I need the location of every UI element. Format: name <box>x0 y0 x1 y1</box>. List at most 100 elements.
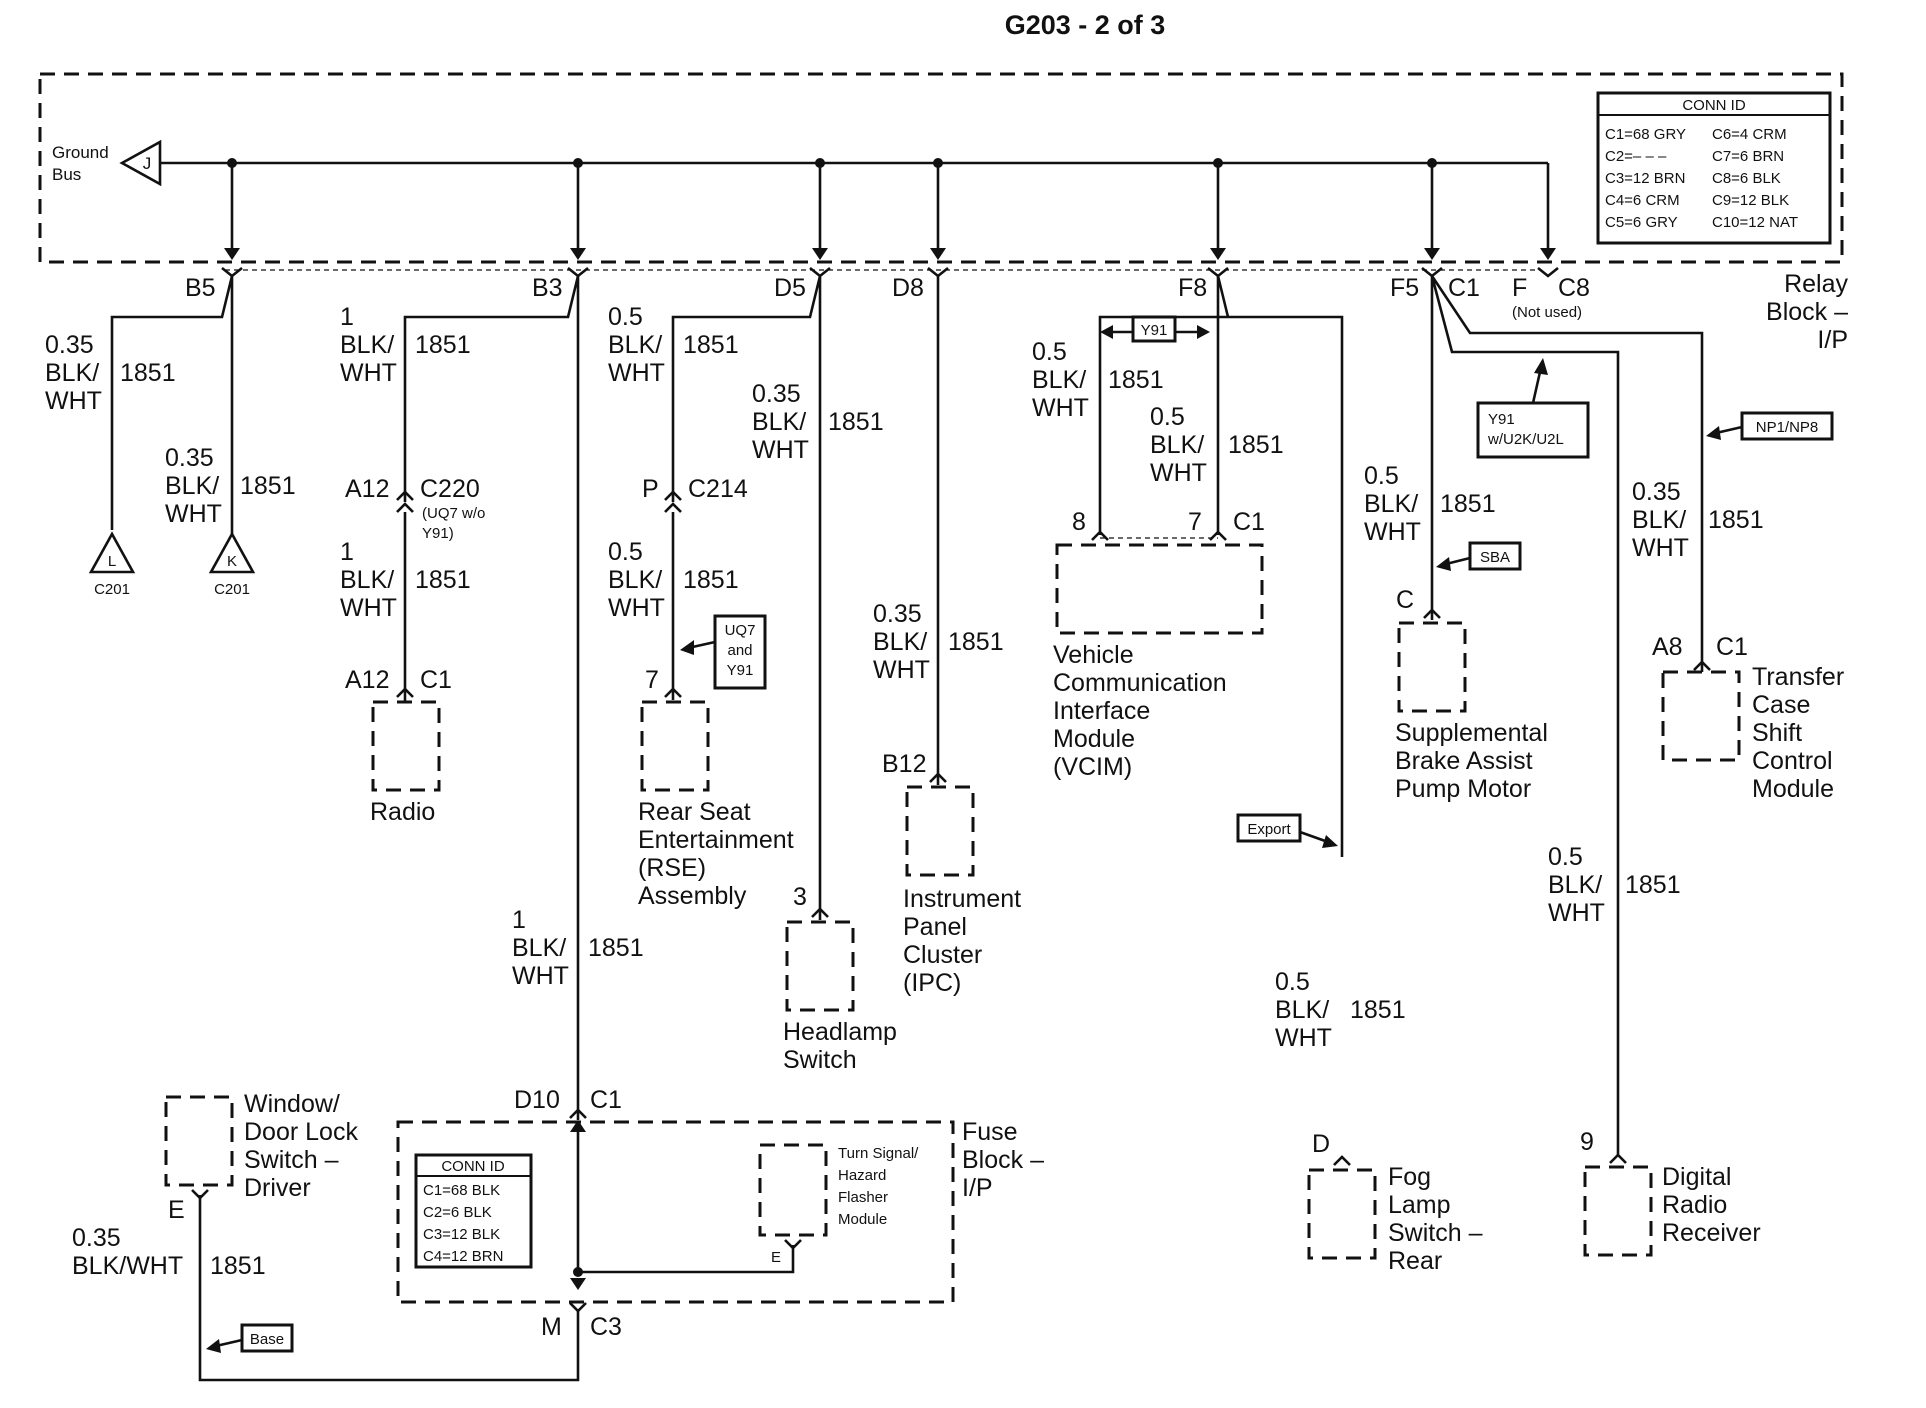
headlamp-pin: 3 <box>793 883 807 911</box>
c214-connector-symbol <box>664 490 682 513</box>
option-export: Export <box>1247 821 1291 838</box>
inline-p: P <box>642 475 659 503</box>
svg-text:C4=12 BRN: C4=12 BRN <box>423 1248 503 1265</box>
vcim-pin-b: 7 <box>1188 508 1202 536</box>
svg-text:C4=6 CRM: C4=6 CRM <box>1605 192 1680 209</box>
wire-number-1: 1851 <box>120 359 176 387</box>
fuse-pin-d10-conn: C1 <box>590 1086 622 1114</box>
svg-text:C7=6 BRN: C7=6 BRN <box>1712 148 1784 165</box>
radio-pin: A12 <box>345 666 389 694</box>
option-y91-box <box>1131 315 1177 343</box>
option-sba-arrowhead <box>1436 557 1451 571</box>
svg-text:C1=68 GRY: C1=68 GRY <box>1605 126 1686 143</box>
inline-c220: C220 <box>420 475 480 503</box>
pin-f5-conn: C1 <box>1448 274 1480 302</box>
wire-number-3: 1851 <box>415 331 471 359</box>
ipc-pin: B12 <box>882 750 926 778</box>
option-y91-u2k-arrowhead <box>1534 358 1548 375</box>
fuse-internal-wire <box>578 1245 795 1274</box>
svg-text:C10=12 NAT: C10=12 NAT <box>1712 214 1798 231</box>
fog-pin-symbol <box>1333 1155 1351 1166</box>
svg-text:C8=6 BLK: C8=6 BLK <box>1712 170 1781 187</box>
sbapm-component <box>1397 621 1467 713</box>
pin-d5: D5 <box>774 274 806 302</box>
fuse-m-pin-symbol <box>569 1302 587 1313</box>
wire-f5 <box>1430 275 1704 1155</box>
fuse-pin-m-conn: C3 <box>590 1313 622 1341</box>
fuse-conn-id-table: CONN ID C1=68 BLK C2=6 BLK C3=12 BLK C4=… <box>414 1153 533 1269</box>
vcim-pin-symbols <box>1091 530 1227 541</box>
rse-pin-symbol <box>664 687 682 698</box>
rse-component <box>640 700 710 792</box>
c220-connector-symbol <box>396 490 414 513</box>
option-y91-arrowheads <box>1100 325 1210 339</box>
wire-b3 <box>403 275 580 1268</box>
tccm-pin: A8 <box>1652 633 1683 661</box>
vcim-pin-a: 8 <box>1072 508 1086 536</box>
svg-text:C1=68 BLK: C1=68 BLK <box>423 1182 500 1199</box>
window-pin-symbol <box>191 1189 209 1200</box>
option-sba-box <box>1468 541 1522 571</box>
svg-text:C2=– – –: C2=– – – <box>1605 148 1667 165</box>
wire-number-14: 1851 <box>1350 996 1406 1024</box>
tccm-conn: C1 <box>1716 633 1748 661</box>
ground-bus-terminal <box>119 139 162 187</box>
relay-conn-id-table: CONN ID C1=68 GRY C6=4 CRM C2=– – – C7=6… <box>1596 91 1832 245</box>
ground-l-symbol <box>88 531 136 574</box>
fuse-block-outline <box>396 1120 955 1304</box>
wire-number-7: 1851 <box>828 408 884 436</box>
fog-pin: D <box>1312 1130 1330 1158</box>
wire-f8 <box>1098 275 1344 857</box>
option-y91-u2k-arrow <box>1531 371 1542 404</box>
tccm-pin-symbol <box>1693 660 1711 671</box>
option-export-arrowhead <box>1322 835 1338 848</box>
pin-f-conn: C8 <box>1558 274 1590 302</box>
option-sba: SBA <box>1480 549 1510 566</box>
ipc-component <box>905 785 975 877</box>
ground-k-symbol <box>208 531 256 574</box>
ground-l-conn: C201 <box>94 581 130 598</box>
option-y91-u2k-box <box>1476 401 1590 459</box>
svg-text:C6=4 CRM: C6=4 CRM <box>1712 126 1787 143</box>
inline-a12: A12 <box>345 475 389 503</box>
wire-number-2: 1851 <box>240 472 296 500</box>
sbapm-pin: C <box>1396 586 1414 614</box>
option-np1-arrowhead <box>1706 426 1721 440</box>
radio-component <box>371 700 441 792</box>
option-export-arrow <box>1299 830 1329 844</box>
window-switch-component <box>164 1095 234 1187</box>
fog-component <box>1307 1168 1377 1260</box>
wire-number-5: 1851 <box>683 331 739 359</box>
radio-pin-symbol <box>396 687 414 698</box>
wire-number-12: 1851 <box>1708 506 1764 534</box>
rse-pin: 7 <box>645 666 659 694</box>
ground-k-label: K <box>227 553 237 570</box>
wire-number-11: 1851 <box>1440 490 1496 518</box>
wire-number-4: 1851 <box>415 566 471 594</box>
ipc-pin-symbol <box>929 772 947 783</box>
pin-f5: F5 <box>1390 274 1419 302</box>
ground-k-conn: C201 <box>214 581 250 598</box>
